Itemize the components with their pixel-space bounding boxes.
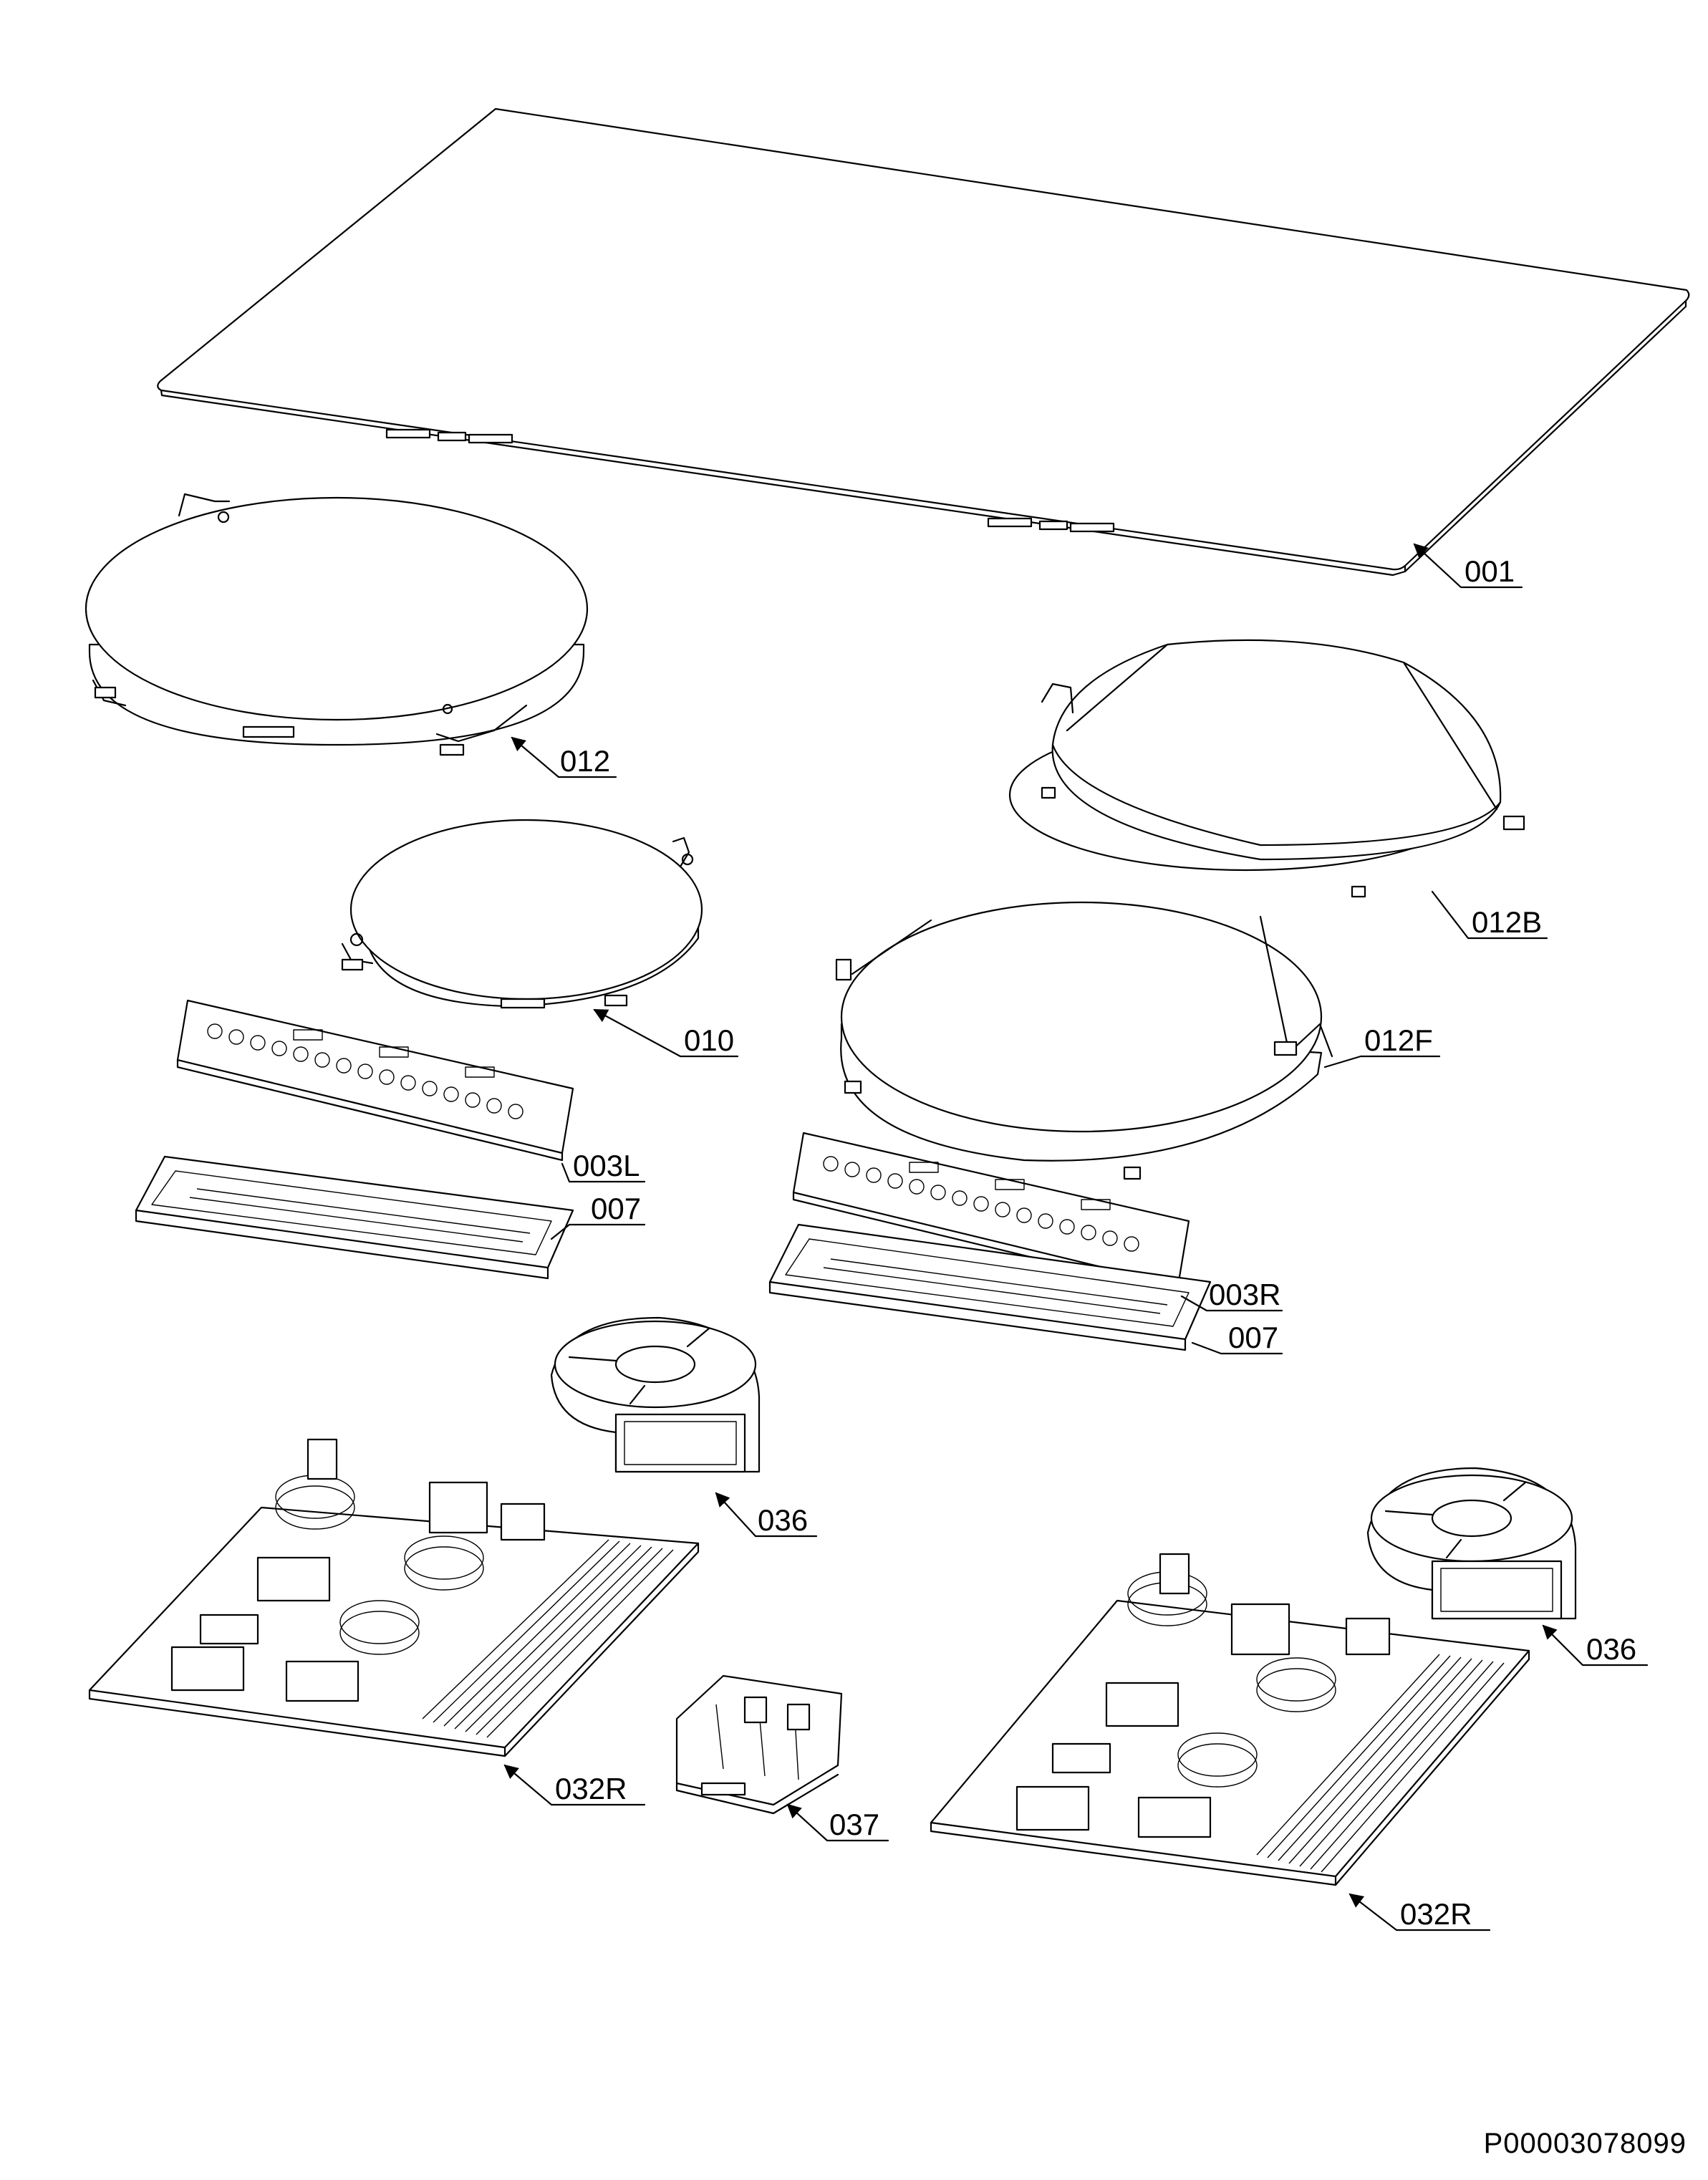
cooling-fan-036-right bbox=[1366, 1467, 1577, 1620]
callout-007a-label: 007 bbox=[591, 1192, 641, 1225]
callout-032R-right: 032R bbox=[1348, 1893, 1491, 1931]
callout-012: 012 bbox=[511, 736, 617, 778]
callout-012B: 012B bbox=[1431, 890, 1548, 940]
callout-032R-left: 032R bbox=[503, 1764, 646, 1806]
callout-036-right: 036 bbox=[1542, 1624, 1649, 1667]
callout-010: 010 bbox=[593, 1008, 739, 1058]
callout-007-left: 007 bbox=[550, 1192, 646, 1240]
callout-032Ra-label: 032R bbox=[555, 1772, 627, 1805]
cooling-fan-036-left bbox=[550, 1316, 761, 1473]
callout-012F: 012F bbox=[1323, 1023, 1441, 1069]
callout-003R: 003R bbox=[1180, 1278, 1283, 1312]
callout-036a-label: 036 bbox=[758, 1503, 808, 1537]
callout-012F-label: 012F bbox=[1364, 1023, 1433, 1057]
callout-036b-label: 036 bbox=[1586, 1632, 1636, 1666]
callout-001: 001 bbox=[1413, 543, 1523, 589]
induction-coil-010 bbox=[341, 819, 703, 1009]
callout-007-right: 007 bbox=[1191, 1321, 1283, 1355]
callout-012-label: 012 bbox=[560, 744, 610, 778]
callout-037: 037 bbox=[786, 1803, 889, 1842]
callout-007b-label: 007 bbox=[1228, 1321, 1278, 1354]
callout-010-label: 010 bbox=[684, 1023, 734, 1057]
callout-036-left: 036 bbox=[715, 1492, 818, 1538]
callout-001-label: 001 bbox=[1465, 554, 1515, 588]
callout-037-label: 037 bbox=[829, 1808, 879, 1841]
power-board-032R-left bbox=[88, 1438, 700, 1757]
callout-032Rb-label: 032R bbox=[1400, 1897, 1472, 1931]
control-board-003L bbox=[176, 999, 574, 1162]
document-id: P00003078099 bbox=[1483, 2128, 1687, 2159]
induction-coil-012F bbox=[835, 901, 1333, 1180]
board-carrier-007-left bbox=[135, 1155, 574, 1280]
induction-coil-012 bbox=[85, 493, 589, 756]
board-carrier-007-right bbox=[768, 1223, 1212, 1351]
induction-coil-012B bbox=[1008, 639, 1525, 898]
callout-003R-label: 003R bbox=[1209, 1278, 1280, 1311]
callout-003L: 003L bbox=[561, 1149, 646, 1183]
callout-012B-label: 012B bbox=[1472, 905, 1542, 939]
glass-top-part bbox=[157, 107, 1690, 577]
callout-003L-label: 003L bbox=[573, 1149, 640, 1182]
module-037 bbox=[675, 1674, 843, 1815]
power-board-032R-right bbox=[930, 1553, 1530, 1886]
